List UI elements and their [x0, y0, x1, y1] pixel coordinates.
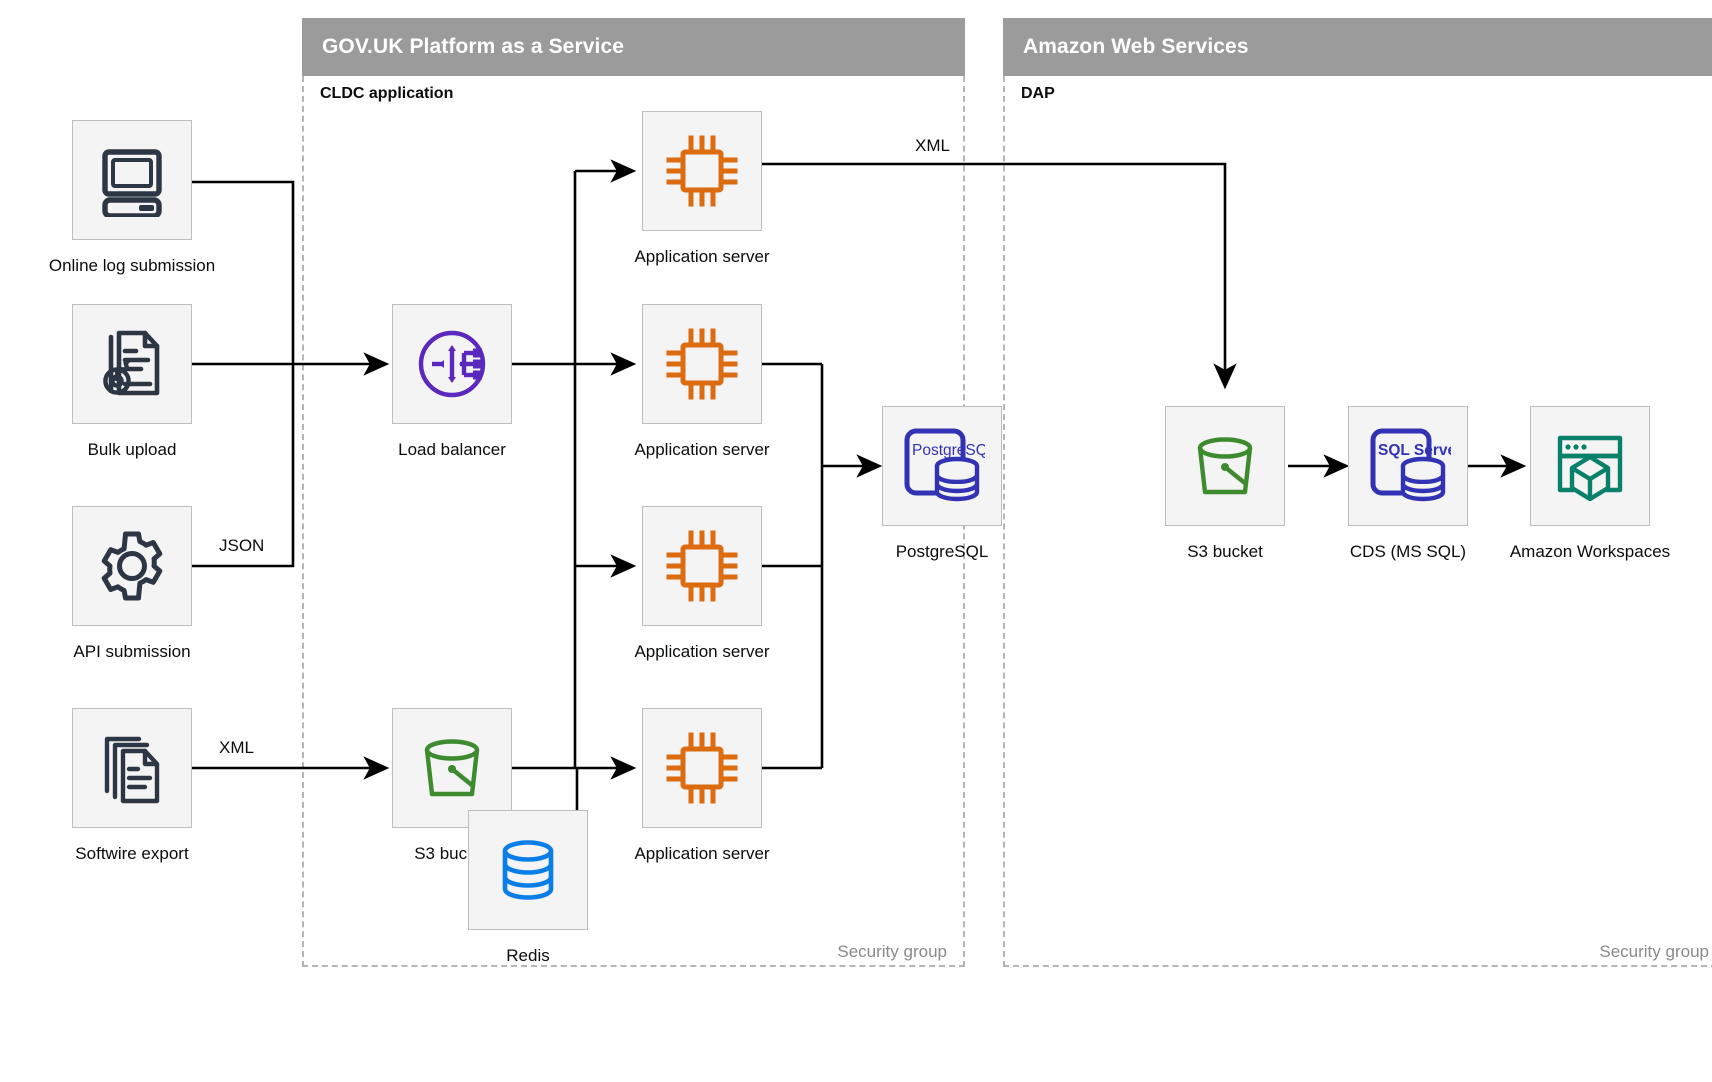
security-group-paas-text: Security group	[837, 942, 947, 961]
node-app-server-3[interactable]	[642, 506, 762, 626]
node-label-api-submission: API submission	[73, 642, 191, 661]
node-cds-ms-sql[interactable]: SQL Server	[1348, 406, 1468, 526]
cpu-chip-icon	[663, 527, 741, 605]
desktop-computer-icon	[95, 143, 169, 217]
zone-sublabel-dap: DAP	[1021, 85, 1055, 103]
node-label-app-server-4: Application server	[634, 844, 770, 863]
redis-database-icon	[493, 835, 563, 905]
node-label-redis: Redis	[506, 946, 550, 965]
load-balancer-icon	[411, 323, 493, 405]
node-label-cds-ms-sql: CDS (MS SQL)	[1349, 542, 1467, 561]
svg-text:PostgreSQL: PostgreSQL	[912, 442, 985, 459]
zone-header-paas-label: GOV.UK Platform as a Service	[322, 35, 624, 58]
security-group-aws-text: Security group	[1599, 942, 1709, 961]
document-stack-icon	[95, 731, 169, 805]
node-postgresql[interactable]: PostgreSQL	[882, 406, 1002, 526]
zone-header-aws-label: Amazon Web Services	[1023, 35, 1249, 58]
node-softwire-export[interactable]	[72, 708, 192, 828]
node-label-s3-bucket-aws: S3 bucket	[1187, 542, 1263, 561]
node-label-app-server-1: Application server	[634, 247, 770, 266]
node-label-softwire-export: Softwire export	[75, 844, 189, 863]
edge-label-xml-source: XML	[219, 738, 254, 757]
sql-server-icon: SQL Server	[1365, 426, 1451, 506]
cpu-chip-icon	[663, 132, 741, 210]
node-label-amazon-workspaces: Amazon Workspaces	[1509, 542, 1671, 561]
node-app-server-2[interactable]	[642, 304, 762, 424]
zone-body-aws	[1003, 76, 1712, 967]
node-amazon-workspaces[interactable]	[1530, 406, 1650, 526]
zone-body-paas	[302, 76, 965, 967]
node-app-server-1[interactable]	[642, 111, 762, 231]
edge-label-xml-export: XML	[915, 136, 950, 155]
node-api-submission[interactable]	[72, 506, 192, 626]
node-s3-bucket-aws[interactable]	[1165, 406, 1285, 526]
node-redis[interactable]	[468, 810, 588, 930]
node-label-app-server-3: Application server	[634, 642, 770, 661]
zone-header-paas: GOV.UK Platform as a Service	[302, 18, 965, 76]
security-group-label-paas: Security group	[0, 942, 947, 962]
edge-label-json: JSON	[219, 536, 265, 555]
document-gear-icon	[95, 327, 169, 401]
svg-text:SQL Server: SQL Server	[1378, 442, 1451, 459]
zone-sublabel-paas-text: CLDC application	[320, 85, 454, 102]
workspaces-cube-icon	[1550, 426, 1630, 506]
cpu-chip-icon	[663, 729, 741, 807]
cpu-chip-icon	[663, 325, 741, 403]
gear-icon	[94, 528, 170, 604]
node-label-online-log-submission: Online log submission	[48, 256, 216, 275]
zone-header-aws: Amazon Web Services	[1003, 18, 1712, 76]
zone-sublabel-aws-text: DAP	[1021, 85, 1055, 102]
zone-sublabel-cldc-application: CLDC application	[320, 85, 453, 103]
node-bulk-upload[interactable]	[72, 304, 192, 424]
node-s3-bucket-paas[interactable]	[392, 708, 512, 828]
postgresql-icon: PostgreSQL	[899, 426, 985, 506]
node-online-log-submission[interactable]	[72, 120, 192, 240]
node-label-postgresql: PostgreSQL	[895, 542, 989, 561]
node-load-balancer[interactable]	[392, 304, 512, 424]
security-group-label-aws: Security group	[1003, 942, 1709, 962]
node-label-app-server-2: Application server	[634, 440, 770, 459]
node-label-load-balancer: Load balancer	[398, 440, 506, 459]
s3-bucket-icon	[412, 728, 492, 808]
node-label-bulk-upload: Bulk upload	[87, 440, 177, 459]
s3-bucket-icon	[1185, 426, 1265, 506]
node-app-server-4[interactable]	[642, 708, 762, 828]
